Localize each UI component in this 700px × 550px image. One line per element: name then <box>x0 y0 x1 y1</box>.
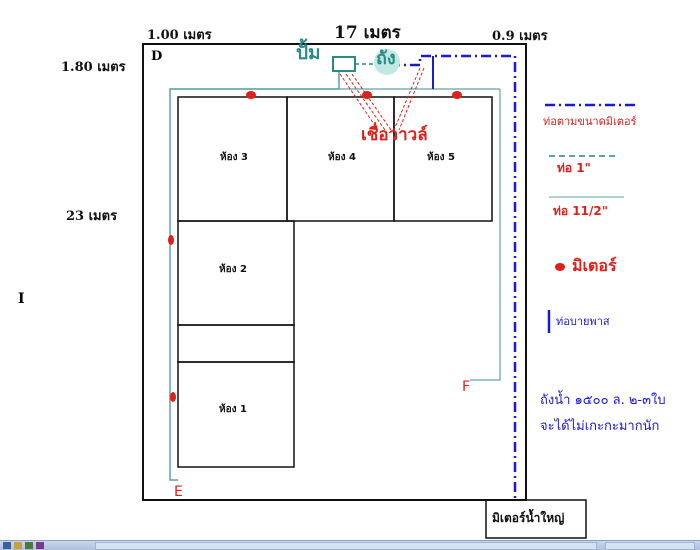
pipe-1-inch-right <box>470 89 501 381</box>
meter-size-pipe <box>390 54 517 500</box>
legend-bypass-label: ท่อบายพาส <box>556 315 610 328</box>
room-2-label: ห้อง 2 <box>219 264 247 275</box>
meter-dot <box>452 91 462 99</box>
legend-meter-label: มิเตอร์ <box>572 256 617 275</box>
room-1-box <box>177 361 295 468</box>
room-5-box <box>393 96 493 222</box>
legend-pipe-1-label: ท่อ 1" <box>557 161 591 175</box>
dim-top-right: 0.9 เมตร <box>492 29 548 44</box>
room-1-label: ห้อง 1 <box>219 404 247 415</box>
meter-dot <box>246 91 256 99</box>
taskbar-app-icon[interactable] <box>3 542 11 549</box>
tank-note-line-2: จะได้ไม่เกะกะมากนัก <box>540 419 660 434</box>
valve-joint-label: เชื่อวาวล์ <box>361 125 428 145</box>
taskbar-tool-icon[interactable] <box>25 542 33 549</box>
pump-symbol <box>332 56 356 72</box>
taskbar-misc-icon[interactable] <box>36 542 44 549</box>
corner-label-d: D <box>151 49 163 64</box>
corner-label-f: F <box>462 379 471 395</box>
pump-label: ปั้ม <box>296 42 321 64</box>
corridor-box <box>177 324 295 363</box>
legend-pipe-1-5-label: ท่อ 11/2" <box>553 204 608 218</box>
dim-left-top: 1.80 เมตร <box>61 60 126 75</box>
dim-top-center: 17 เมตร <box>334 23 401 43</box>
dim-top-left: 1.00 เมตร <box>147 28 212 43</box>
room-4-label: ห้อง 4 <box>328 152 356 163</box>
legend-meter-dot <box>555 263 565 271</box>
main-meter-label: มิเตอร์น้ำใหญ่ <box>492 511 565 525</box>
tank-symbol <box>374 49 400 75</box>
valve-callout-lines <box>339 67 425 131</box>
dim-left-middle: 23 เมตร <box>66 209 118 224</box>
corner-label-e: E <box>174 484 183 500</box>
stray-mark: I <box>18 291 25 307</box>
plot-boundary <box>142 43 527 501</box>
pipe-1-inch-run <box>169 67 340 481</box>
meter-dot <box>168 235 174 245</box>
meter-dot <box>170 392 176 402</box>
room-3-label: ห้อง 3 <box>220 152 248 163</box>
tank-note-line-1: ถังน้ำ ๑๕๐๐ ล. ๒-๓ใบ <box>540 393 666 408</box>
meter-dot <box>362 91 372 99</box>
room-5-label: ห้อง 5 <box>427 152 455 163</box>
tank-label: ถัง <box>376 48 396 69</box>
legend-meter-pipe-label: ท่อตามขนาดมิเตอร์ <box>543 115 637 128</box>
taskbar-folder-icon[interactable] <box>14 542 22 549</box>
main-meter-box <box>485 499 587 539</box>
